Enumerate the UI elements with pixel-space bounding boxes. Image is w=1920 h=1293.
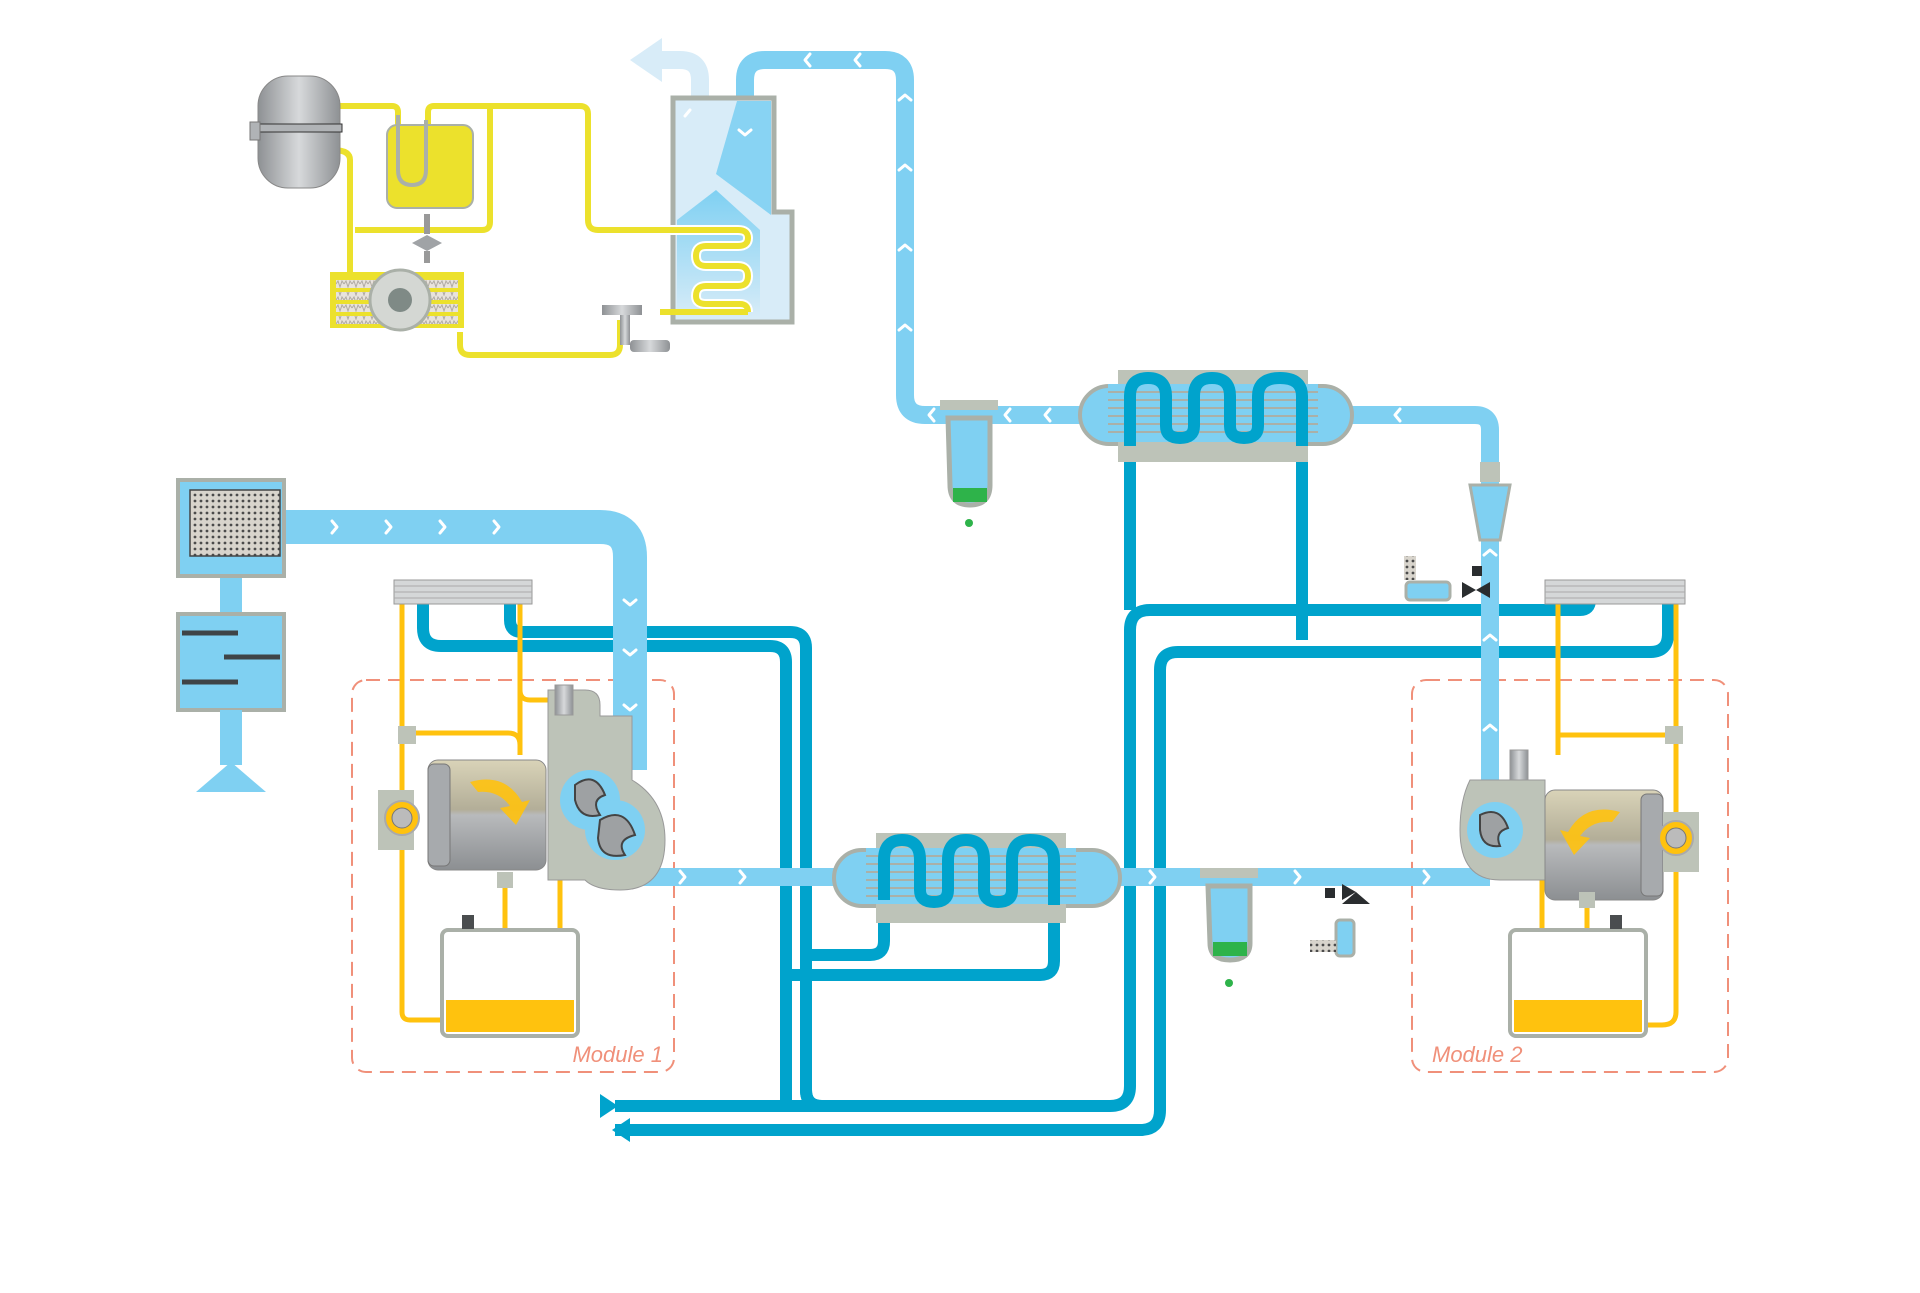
water-inlet-arrow-icon bbox=[612, 1118, 630, 1142]
module-2-drive-motor bbox=[1544, 789, 1699, 901]
aftercooler bbox=[1078, 370, 1354, 462]
blow-off-valve-2 bbox=[1404, 556, 1490, 602]
intercooler-water-out bbox=[786, 905, 1060, 981]
dryer-heat-exchanger bbox=[600, 95, 795, 325]
refrigerant-condenser-fan bbox=[330, 268, 464, 332]
dry-air-outlet-arrow-icon bbox=[630, 38, 662, 82]
module-2-check-valve bbox=[1579, 892, 1595, 908]
cooling-water-circuit bbox=[417, 446, 1674, 1136]
cooling-water-supply-line bbox=[615, 592, 1596, 1112]
flow-direction-arrows bbox=[330, 52, 1498, 885]
module-1-screw-element bbox=[547, 684, 666, 891]
water-separator-2 bbox=[1200, 868, 1258, 987]
water-separator-1 bbox=[940, 400, 998, 527]
water-outlet-arrow-icon bbox=[600, 1094, 618, 1118]
condensate-drop-icon bbox=[965, 519, 973, 527]
module-1-oil-cooler bbox=[393, 579, 533, 605]
non-return-valve bbox=[1468, 462, 1512, 542]
blow-off-valve-1 bbox=[1310, 884, 1370, 958]
module-2-screw-element bbox=[1459, 749, 1546, 881]
module-1-label: Module 1 bbox=[572, 1042, 663, 1067]
module-1-oil-sump bbox=[440, 915, 580, 1038]
module-2-label: Module 2 bbox=[1432, 1042, 1523, 1067]
intake-duct bbox=[285, 510, 647, 770]
expansion-valve bbox=[602, 305, 670, 352]
air-circuit bbox=[285, 51, 1499, 886]
module-1-oil-cooler-water-in bbox=[417, 592, 792, 1106]
intercooler-water-in bbox=[806, 900, 890, 961]
module-2-oil-cooler bbox=[1544, 579, 1686, 605]
module-1-check-valve bbox=[497, 872, 513, 888]
liquid-separator bbox=[386, 115, 474, 209]
aftercooler-to-dryer bbox=[736, 51, 1090, 424]
module-2-boundary: Module 2 bbox=[1411, 679, 1729, 1073]
inlet-air-filter bbox=[176, 478, 286, 578]
dry-air-outlet bbox=[660, 51, 709, 120]
module-2-thermostatic-valve bbox=[1665, 726, 1683, 744]
refrigerant-compressor bbox=[249, 75, 343, 189]
module-2-oil-sump bbox=[1508, 915, 1648, 1038]
module-1-thermostatic-valve bbox=[398, 726, 416, 744]
cooling-water-return-line bbox=[615, 592, 1674, 1136]
hot-gas-bypass-valve bbox=[412, 214, 442, 263]
inlet-silencer bbox=[176, 612, 286, 792]
intercooler bbox=[832, 833, 1122, 923]
module-1-drive-motor bbox=[378, 759, 547, 871]
condensate-drop-icon bbox=[1225, 979, 1233, 987]
